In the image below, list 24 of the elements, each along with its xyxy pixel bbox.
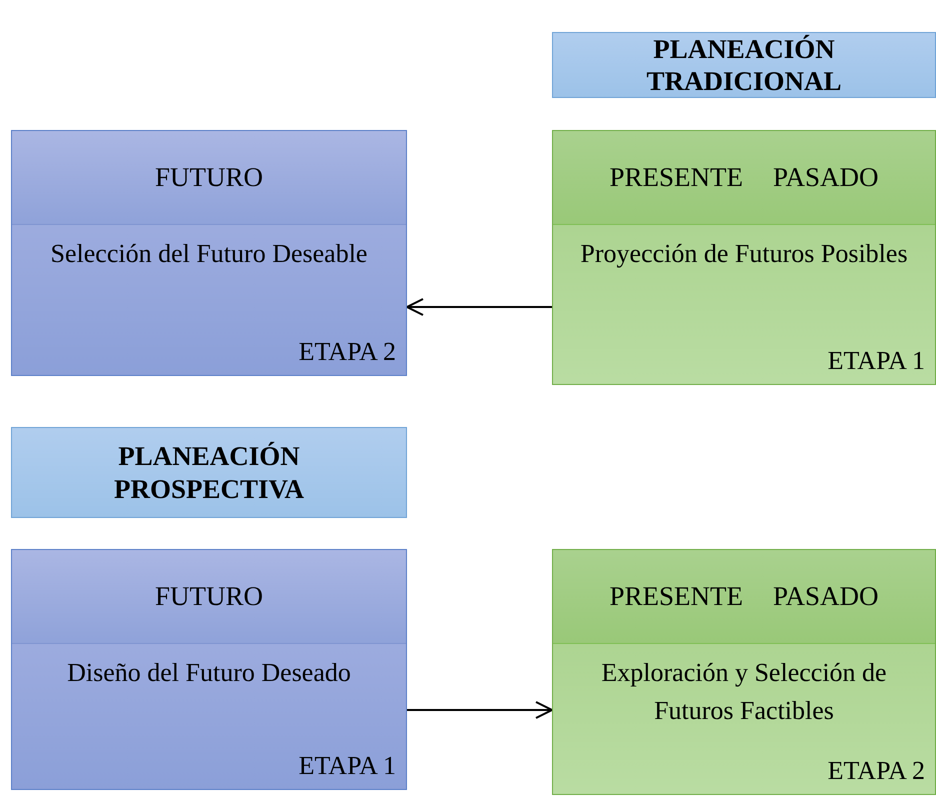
title-box [552, 32, 936, 98]
stage-number: ETAPA 1 [828, 346, 925, 376]
stage-number: ETAPA 2 [828, 756, 925, 786]
stage-number: ETAPA 1 [298, 751, 396, 781]
header-text: FUTURO [154, 581, 263, 612]
stage-box [11, 549, 407, 790]
arrow [407, 701, 553, 719]
arrow [406, 298, 552, 316]
header-text: PASADO [772, 162, 879, 193]
stage-box [552, 130, 936, 385]
stage-box [11, 130, 407, 376]
header-text: PASADO [772, 581, 879, 612]
title-box [11, 427, 407, 518]
header-text: PRESENTE [609, 581, 743, 612]
header-text: PRESENTE [609, 162, 743, 193]
header-text: FUTURO [154, 162, 263, 193]
stage-box [552, 549, 936, 795]
stage-number: ETAPA 2 [298, 337, 396, 367]
stage-description: Exploración y Selección de Futuros Factibles [600, 657, 888, 727]
title-text: PLANEACIÓN TRADICIONAL [645, 32, 843, 98]
stage-description: Selección del Futuro Deseable [50, 238, 368, 270]
stage-description: Diseño del Futuro Deseado [66, 657, 352, 689]
stage-description: Proyección de Futuros Posibles [579, 238, 909, 270]
title-text: PLANEACIÓN PROSPECTIVA [112, 440, 306, 505]
